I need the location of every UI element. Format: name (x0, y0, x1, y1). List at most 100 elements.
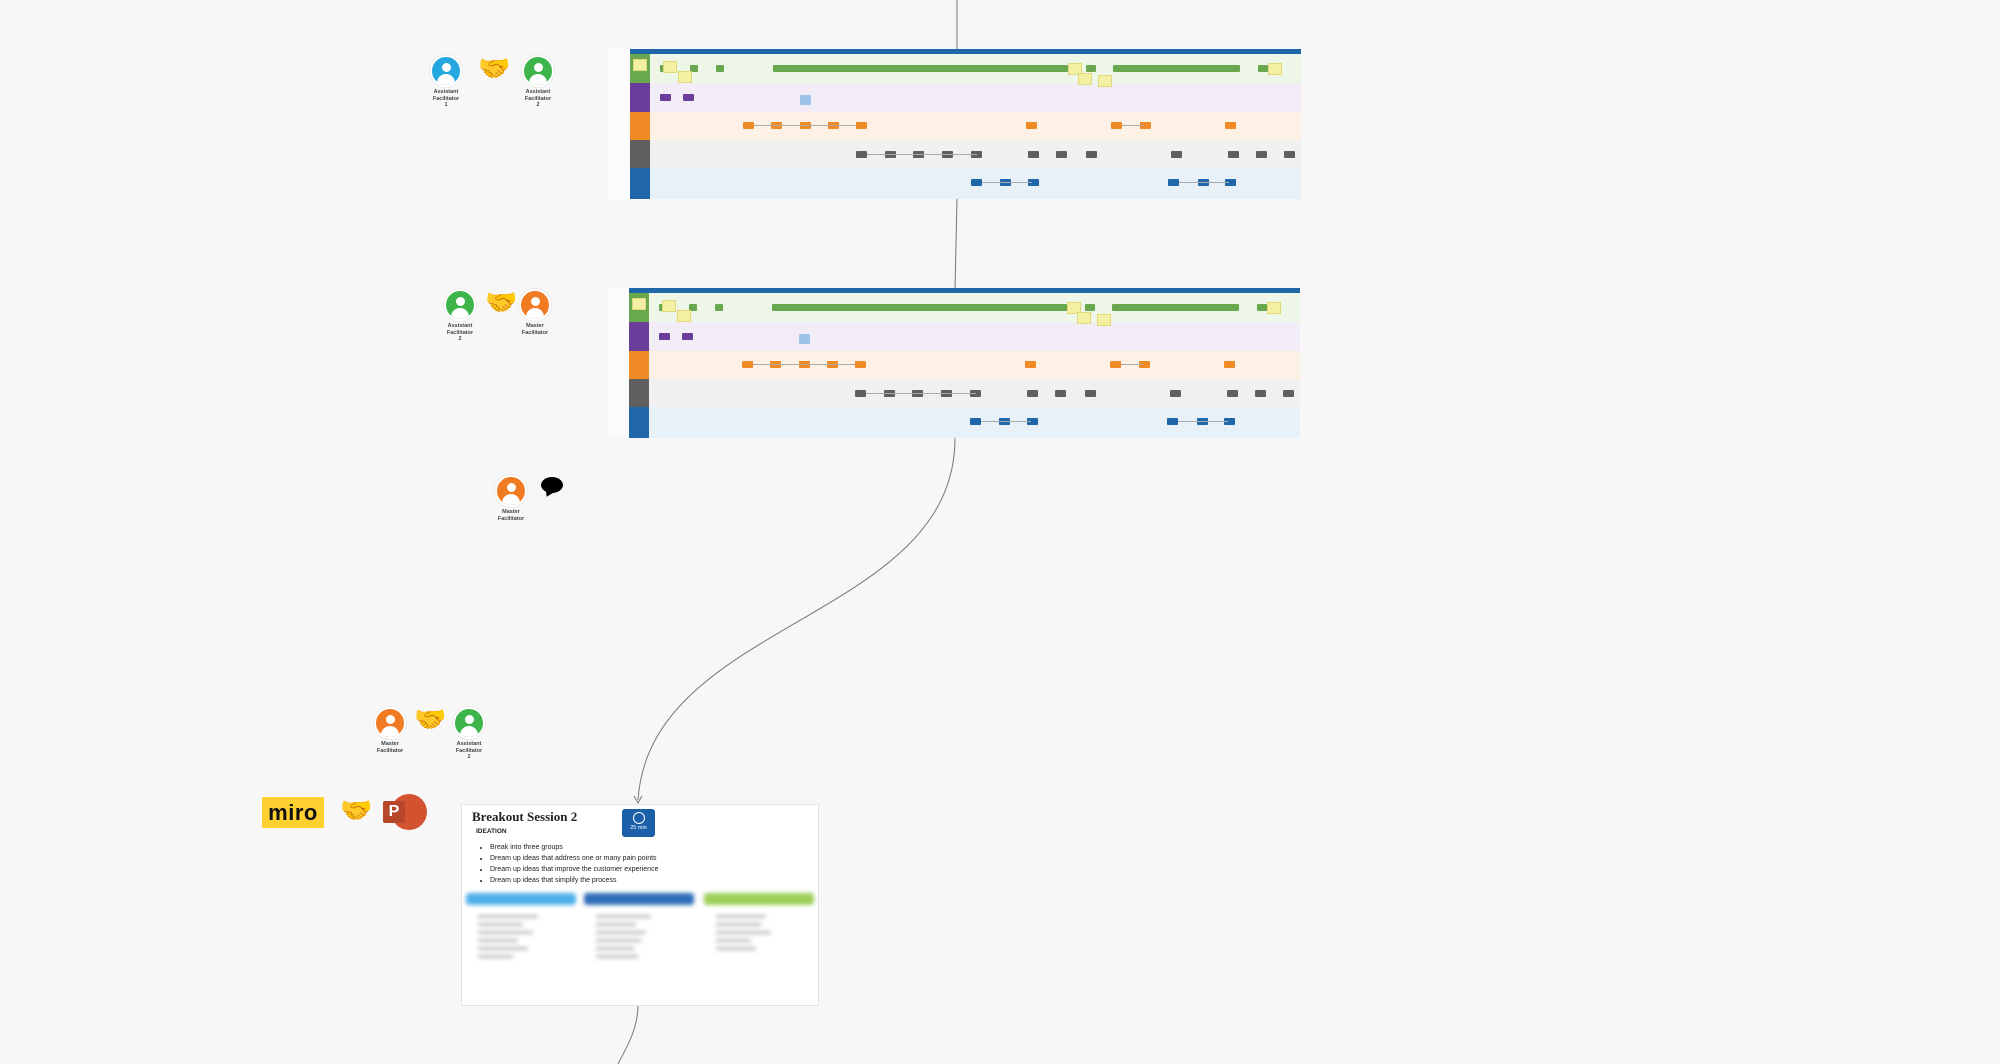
step-box (1027, 390, 1038, 397)
sticky-note (633, 59, 647, 71)
step-box (1112, 304, 1122, 311)
connector (867, 154, 977, 155)
step-box (1283, 390, 1294, 397)
step-box (1085, 390, 1096, 397)
sticky-note (677, 310, 691, 322)
step-box (743, 122, 754, 129)
step-box (660, 94, 671, 101)
sticky-note (1067, 302, 1081, 314)
step-box (1028, 179, 1039, 186)
handshake-icon: 🤝 (340, 795, 373, 825)
step-box (683, 94, 694, 101)
step-box (1056, 151, 1067, 158)
master-facilitator[interactable]: Master Facilitator (365, 707, 415, 754)
person-label: Assistant Facilitator 2 (446, 323, 474, 342)
step-box (1086, 151, 1097, 158)
assistant-facilitator-1[interactable]: Assistant Facilitator 1 (421, 55, 471, 109)
step-box (682, 333, 693, 340)
step-box (1028, 151, 1039, 158)
sticky-note (1098, 75, 1112, 87)
person-label: Master Facilitator (376, 741, 404, 754)
step-box (970, 418, 981, 425)
swimlane-2 (630, 83, 1301, 112)
user-avatar-icon (522, 55, 554, 87)
user-avatar-icon (444, 289, 476, 321)
phase-bar (1118, 65, 1240, 72)
sticky-note (1068, 63, 1082, 75)
sticky-note (678, 71, 692, 83)
step-box (1224, 418, 1235, 425)
handshake-icon: 🤝 (478, 53, 511, 83)
connector (1179, 182, 1229, 183)
bullet-item: Dream up ideas that improve the customer… (490, 864, 658, 875)
assistant-facilitator-2[interactable]: Assistant Facilitator 2 (435, 289, 485, 343)
master-facilitator[interactable]: Master Facilitator (486, 475, 536, 522)
master-facilitator[interactable]: Master Facilitator (510, 289, 560, 336)
person-label: Master Facilitator (497, 509, 525, 522)
board-sidebar (608, 49, 631, 199)
step-box (1026, 122, 1037, 129)
lane-icon (630, 140, 650, 168)
speech-bubble-icon (541, 477, 563, 493)
person-label: Assistant Facilitator 1 (432, 89, 460, 108)
person-label: Assistant Facilitator 2 (524, 89, 552, 108)
step-box (856, 122, 867, 129)
sticky-note (1267, 302, 1281, 314)
lane-icon (629, 407, 649, 438)
lane-icon (629, 379, 649, 407)
user-avatar-icon (495, 475, 527, 507)
journey-map-board-2[interactable] (607, 288, 1300, 438)
step-box (1085, 304, 1095, 311)
swimlane-5 (629, 407, 1300, 438)
board-header-bar (629, 288, 1300, 293)
swimlane-5 (630, 168, 1301, 199)
step-box (716, 65, 724, 72)
step-box (1257, 304, 1267, 311)
handshake-icon: 🤝 (485, 287, 518, 317)
group-column-2 (584, 893, 694, 993)
bullet-item: Break into three groups (490, 842, 658, 853)
step-box (1113, 65, 1123, 72)
connector (981, 421, 1031, 422)
step-box (1086, 65, 1096, 72)
bullet-item: Dream up ideas that address one or many … (490, 853, 658, 864)
step-box (800, 95, 811, 105)
lane-icon (629, 351, 649, 379)
journey-map-board-1[interactable] (608, 49, 1301, 199)
lane-icon (630, 83, 650, 112)
breakout-session-slide[interactable]: Breakout Session 2 25 min IDEATION Break… (461, 804, 819, 1006)
timer-badge: 25 min (622, 809, 655, 837)
phase-bar (773, 65, 1068, 72)
step-box (1255, 390, 1266, 397)
miro-logo[interactable]: miro (262, 797, 324, 828)
miro-wordmark: miro (268, 799, 318, 825)
sticky-note (1097, 314, 1111, 326)
lane-icon (630, 168, 650, 199)
step-box (1167, 418, 1178, 425)
connector (982, 182, 1032, 183)
assistant-facilitator-2[interactable]: Assistant Facilitator 2 (444, 707, 494, 761)
step-box (690, 65, 698, 72)
assistant-facilitator-2[interactable]: Assistant Facilitator 2 (513, 55, 563, 109)
user-avatar-icon (374, 707, 406, 739)
connector (754, 125, 856, 126)
sticky-note (1268, 63, 1282, 75)
sticky-note (632, 298, 646, 310)
powerpoint-icon[interactable]: P (383, 792, 427, 832)
phase-bar (772, 304, 1067, 311)
slide-subtitle: IDEATION (476, 828, 507, 835)
step-box (1171, 151, 1182, 158)
user-avatar-icon (519, 289, 551, 321)
handshake-icon: 🤝 (414, 704, 447, 734)
step-box (1168, 179, 1179, 186)
connector (1122, 125, 1144, 126)
sticky-note (663, 61, 677, 73)
board-sidebar (607, 288, 630, 438)
step-box (1258, 65, 1268, 72)
step-box (1027, 418, 1038, 425)
step-box (1284, 151, 1295, 158)
sticky-note (1078, 73, 1092, 85)
step-box (742, 361, 753, 368)
